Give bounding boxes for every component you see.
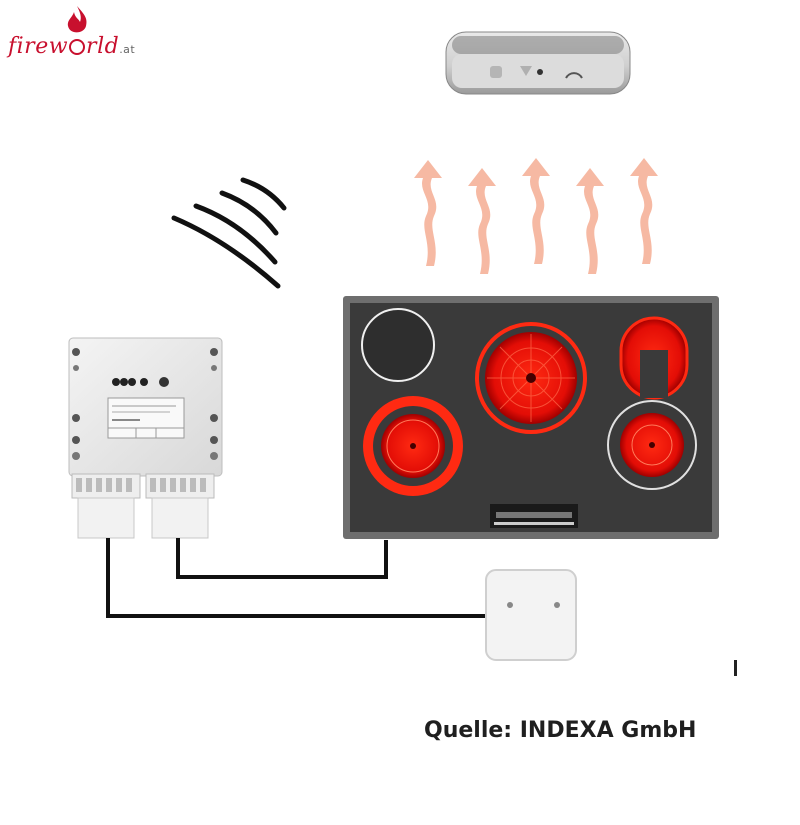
burner-off xyxy=(361,308,435,382)
wireless-signal-icon xyxy=(171,177,287,289)
smoke-detector-icon xyxy=(445,31,631,95)
cables xyxy=(106,538,488,618)
junction-box-icon xyxy=(485,569,577,661)
flame-icon xyxy=(67,6,87,33)
burner-left-hot xyxy=(363,396,463,496)
heat-arrows xyxy=(414,158,658,274)
burner-right-hot xyxy=(607,400,697,490)
heat-arrow-icon xyxy=(414,160,442,266)
divider-mark xyxy=(734,660,737,676)
heat-arrow-icon xyxy=(468,168,496,274)
burner-oval-hot xyxy=(619,316,689,400)
heat-arrow-icon xyxy=(576,168,604,274)
cooktop-controls xyxy=(490,504,578,528)
heat-arrow-icon xyxy=(522,158,550,264)
source-caption: Quelle: INDEXA GmbH xyxy=(424,718,697,743)
burner-large-hot xyxy=(475,322,587,434)
cooktop-icon xyxy=(343,296,719,539)
globe-icon xyxy=(69,39,86,55)
control-unit-icon xyxy=(68,337,223,539)
heat-arrow-icon xyxy=(630,158,658,264)
